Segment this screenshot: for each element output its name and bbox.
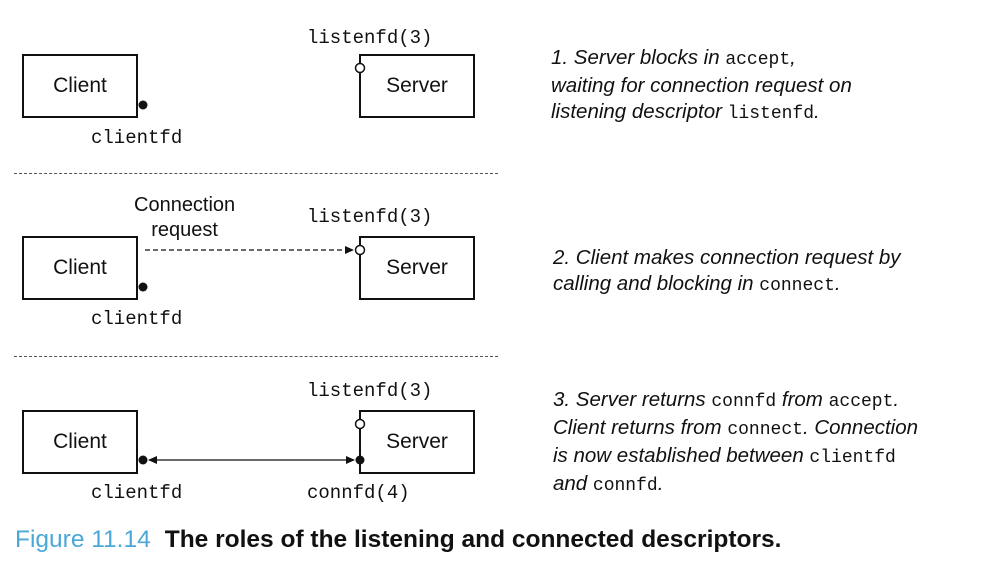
panel2-request-label: Connection request bbox=[134, 194, 236, 241]
panel3-caption-line1: 3. Server returns connfd from accept. bbox=[553, 388, 900, 412]
panel3-connfd-socket bbox=[355, 455, 365, 465]
panel2-client-box: Client bbox=[22, 236, 138, 300]
panel2-caption-line1: 2. Client makes connection request by bbox=[553, 246, 901, 269]
panel3-listenfd-label: listenfd(3) bbox=[307, 380, 433, 402]
panel3-clientfd-socket bbox=[138, 455, 148, 465]
panel1-server-box: Server bbox=[359, 54, 475, 118]
divider-1 bbox=[14, 173, 498, 174]
panel1-clientfd-socket bbox=[138, 100, 148, 110]
figure-caption: Figure 11.14 The roles of the listening a… bbox=[15, 526, 781, 554]
panel2-clientfd-label: clientfd bbox=[91, 308, 183, 330]
figure-number: Figure 11.14 bbox=[15, 526, 151, 553]
panel3-connfd-label: connfd(4) bbox=[307, 482, 410, 504]
panel1-client-box: Client bbox=[22, 54, 138, 118]
panel1-clientfd-label: clientfd bbox=[91, 127, 183, 149]
divider-2 bbox=[14, 356, 498, 357]
panel2-caption-line2: calling and blocking in connect. bbox=[553, 272, 841, 296]
panel3-client-box: Client bbox=[22, 410, 138, 474]
panel3-caption-line4: and connfd. bbox=[553, 472, 664, 496]
figure-title: The roles of the listening and connected… bbox=[164, 526, 782, 553]
panel2-caption: 2. Client makes connection request by ca… bbox=[553, 245, 901, 299]
panel3-server-box: Server bbox=[359, 410, 475, 474]
panel3-caption-line3: is now established between clientfd bbox=[553, 444, 896, 468]
panel1-caption-line2: waiting for connection request on bbox=[551, 74, 852, 97]
panel1-listenfd-port bbox=[354, 62, 366, 74]
panel2-server-box: Server bbox=[359, 236, 475, 300]
panel3-caption: 3. Server returns connfd from accept. Cl… bbox=[553, 387, 918, 499]
panel2-listenfd-port bbox=[354, 244, 366, 256]
panel3-caption-line2: Client returns from connect. Connection bbox=[553, 416, 919, 440]
panel1-caption-line3: listening descriptor listenfd. bbox=[551, 100, 820, 124]
panel3-listenfd-port bbox=[354, 418, 366, 430]
panel1-caption: 1. Server blocks in accept, waiting for … bbox=[551, 45, 852, 127]
panel2-listenfd-label: listenfd(3) bbox=[307, 206, 433, 228]
panel1-listenfd-label: listenfd(3) bbox=[307, 27, 433, 49]
panel1-caption-line1: 1. Server blocks in accept, bbox=[551, 46, 796, 70]
panel2-clientfd-socket bbox=[138, 282, 148, 292]
panel3-clientfd-label: clientfd bbox=[91, 482, 183, 504]
